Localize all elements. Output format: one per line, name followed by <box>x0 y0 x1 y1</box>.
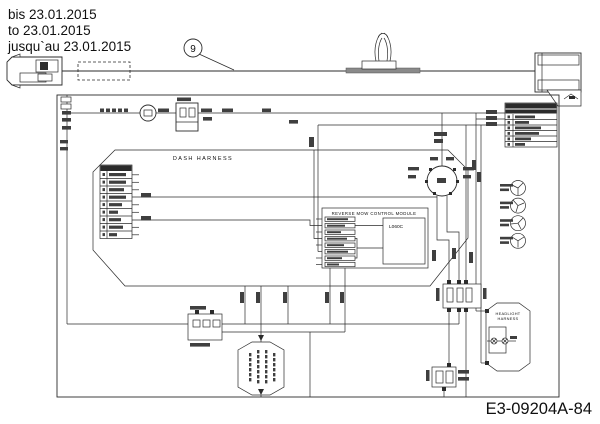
left-plug-connector <box>6 53 63 89</box>
headlight-harness-label: HARNESS <box>498 316 519 321</box>
diagram-border <box>56 94 560 398</box>
right-connector-block <box>534 52 582 107</box>
left-pin-table <box>99 164 139 239</box>
key-position-circle <box>500 197 526 214</box>
callout-leader-line <box>198 53 235 71</box>
date-line-de: bis 23.01.2015 <box>8 7 97 22</box>
key-position-circle <box>500 180 526 196</box>
module-title: REVERSE MOW CONTROL MODULE <box>332 211 417 216</box>
key-position-circles <box>500 180 526 249</box>
callout-number: 9 <box>190 44 196 55</box>
arrow-down-icon <box>258 335 264 341</box>
dash-harness-label: DASH HARNESS <box>173 156 233 162</box>
fuse-relay-circuit <box>60 96 199 132</box>
rotated-text-greeking <box>249 350 276 384</box>
interlock-connector <box>442 280 482 312</box>
top-right-pin-table <box>504 102 558 148</box>
module-chip-box <box>382 217 426 265</box>
relay-box <box>175 102 199 132</box>
fuse-icon <box>139 104 157 122</box>
engine-harness-octagon <box>237 335 285 396</box>
arrow-down-icon <box>258 389 264 395</box>
pin-table-greeking <box>102 173 126 237</box>
headlight-harness-label: HEADLIGHT <box>496 311 521 316</box>
inline-connector-icon <box>60 96 72 103</box>
solenoid-connector <box>187 310 223 341</box>
dashed-marker-box <box>77 61 131 81</box>
key-position-circle <box>500 215 526 232</box>
date-line-en: to 23.01.2015 <box>8 23 91 38</box>
callout-circle <box>183 38 203 58</box>
callout-9: 9 <box>183 38 235 71</box>
reverse-mow-control-module: REVERSE MOW CONTROL MODULE L060C <box>321 207 429 269</box>
ignition-switch <box>425 165 459 197</box>
module-chip-label: L060C <box>389 224 404 230</box>
pin-table-greeking <box>507 115 541 146</box>
key-position-circle <box>500 232 526 249</box>
lower-right-connector <box>431 363 457 391</box>
headlight-harness: HEADLIGHT HARNESS <box>485 302 531 372</box>
cable-clip <box>345 32 421 74</box>
dash-harness-outline: DASH HARNESS <box>92 149 469 287</box>
wires <box>66 95 505 397</box>
inline-connector-icon <box>60 103 72 110</box>
harness-cable-assembly <box>6 32 582 107</box>
fuse-element <box>143 109 153 117</box>
validity-dates: bis 23.01.2015 to 23.01.2015 jusqu`au 23… <box>7 7 131 54</box>
part-number: E3-09204A-84 <box>486 400 592 418</box>
date-line-fr: jusqu`au 23.01.2015 <box>7 39 131 54</box>
wire-label-greeking <box>60 97 517 381</box>
